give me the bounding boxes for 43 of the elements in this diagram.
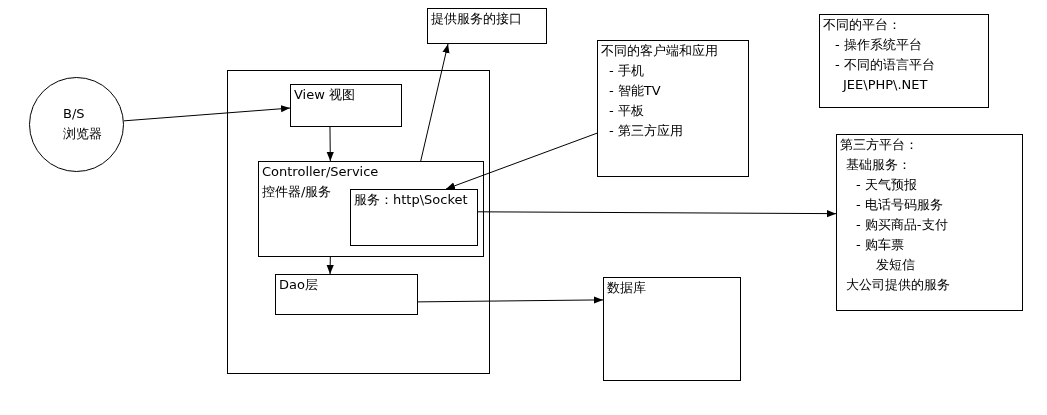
- node-text: - 第三方应用: [608, 122, 683, 140]
- arrow: [326, 256, 334, 275]
- node-text: - 电话号码服务: [855, 196, 943, 214]
- arrow: [326, 126, 334, 162]
- node-text: Controller/Service: [261, 163, 379, 181]
- node-text: - 手机: [608, 62, 644, 80]
- text-box: [427, 8, 547, 44]
- node-text: - 平板: [608, 102, 644, 120]
- text-box: [290, 84, 402, 127]
- text-box: [258, 161, 484, 257]
- node-text: 大公司提供的服务: [845, 276, 950, 294]
- node-text: JEE\PHP\.NET: [841, 76, 928, 94]
- arrow: [445, 132, 598, 190]
- node-text: - 不同的语言平台: [834, 56, 935, 74]
- node-text: 浏览器: [62, 125, 102, 143]
- node-text: - 操作系统平台: [834, 36, 922, 54]
- node-text: - 购买商品-支付: [855, 216, 948, 234]
- node-text: 不同的平台：: [822, 16, 901, 34]
- node-text: 基础服务：: [845, 156, 911, 174]
- node-text: - 天气预报: [855, 176, 917, 194]
- text-box: [836, 134, 1023, 311]
- node-text: - 购车票: [855, 236, 904, 254]
- arrow: [123, 105, 291, 122]
- text-box: [603, 277, 741, 381]
- node-text: 控件器/服务: [261, 183, 332, 201]
- container-box: [227, 70, 490, 374]
- node-text: 不同的客户端和应用: [600, 42, 718, 60]
- node-text: B/S: [62, 105, 85, 123]
- node-text: 数据库: [606, 279, 646, 297]
- node-text: - 智能TV: [608, 82, 661, 100]
- text-box: [350, 189, 478, 246]
- arrow: [417, 296, 604, 304]
- node-text: 提供服务的接口: [430, 10, 522, 28]
- node-text: View 视图: [293, 86, 355, 104]
- text-box: [819, 14, 989, 108]
- node-text: 发短信: [875, 256, 915, 274]
- node-text: 服务：http\Socket: [353, 191, 468, 209]
- text-box: [597, 40, 749, 177]
- node-text: 第三方平台：: [839, 136, 918, 154]
- arrow: [477, 210, 837, 218]
- node-text: Dao层: [278, 276, 318, 294]
- arrow: [420, 43, 450, 162]
- text-box: [275, 274, 418, 315]
